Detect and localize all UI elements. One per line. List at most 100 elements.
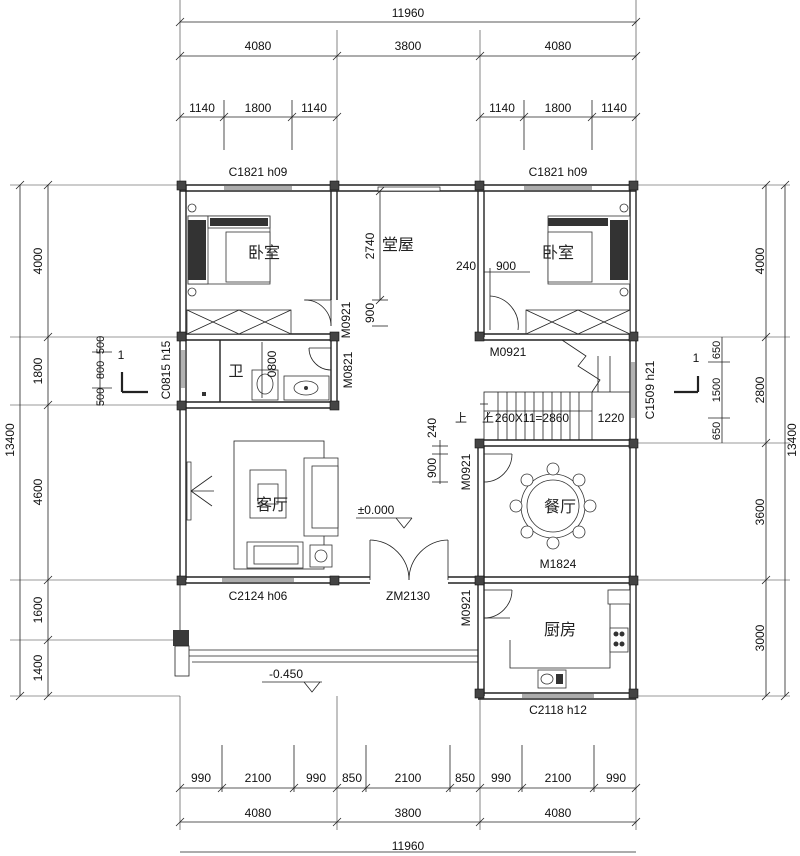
room-label-kitchen: 厨房 <box>544 620 576 639</box>
label-m0921-hall: M0921 <box>339 301 353 338</box>
window-c2118 <box>522 694 594 698</box>
top-bay-dim-3: 4080 <box>545 39 572 53</box>
door-m0921-hall <box>304 299 332 327</box>
room-label-bathroom: 卫 <box>228 362 243 380</box>
bottom-win-dim-9: 990 <box>606 771 626 785</box>
dim-240-living: 240 <box>425 418 439 438</box>
bottom-win-dim-2: 2100 <box>245 771 272 785</box>
right-win-stack-dim-3: 650 <box>711 422 723 440</box>
bottom-bay-dim-2: 3800 <box>395 806 422 820</box>
interior-dimensions: 2740 900 240 900 240 900 <box>363 186 530 484</box>
bottom-total-dim: 11960 <box>392 839 425 853</box>
door-m0921-right-bed <box>489 295 519 331</box>
elevation-outside: -0.450 <box>262 667 322 693</box>
window-living-left <box>186 461 214 521</box>
windows <box>181 186 635 698</box>
label-m0821: M0821 <box>341 351 355 388</box>
bottom-win-dim-5: 2100 <box>395 771 422 785</box>
bottom-win-dim-6: 850 <box>455 771 475 785</box>
furniture-kitchen <box>509 589 631 689</box>
top-left-win-dim-2: 1800 <box>245 101 272 115</box>
label-zm2130: ZM2130 <box>386 589 430 603</box>
room-label-bedroom-right: 卧室 <box>542 243 574 262</box>
elevation-outside-label: -0.450 <box>269 667 303 681</box>
dim-900-living: 900 <box>425 458 439 478</box>
right-row-dim-2: 2800 <box>753 376 767 403</box>
right-dimensions: 13400 4000 2800 3600 3000 650 1500 650 1 <box>674 180 799 701</box>
top-right-win-dim-1: 1140 <box>489 101 515 115</box>
top-total-dim: 11960 <box>392 6 425 20</box>
label-m0921-dining: M0921 <box>459 453 473 490</box>
top-left-win-dim-1: 1140 <box>189 101 215 115</box>
left-row-dim-4: 1600 <box>31 596 45 623</box>
left-dimensions: 13400 4000 1800 4600 1600 1400 500 800 5… <box>3 180 148 701</box>
label-m0800: 0800 <box>265 350 279 377</box>
stair-up-left-label: 上 <box>455 411 467 425</box>
elevation-floor: ±0.000 <box>356 503 413 529</box>
top-right-win-dim-3: 1140 <box>601 101 627 115</box>
furniture-bedroom-left <box>186 203 292 335</box>
right-win-stack-dim-1: 650 <box>711 341 723 359</box>
label-m1824: M1824 <box>540 557 577 571</box>
left-row-dim-2: 1800 <box>31 357 45 384</box>
left-row-dim-5: 1400 <box>31 654 45 681</box>
left-total-dim: 13400 <box>3 423 17 457</box>
stair-up-label: 上 <box>482 411 494 425</box>
left-row-dim-3: 4600 <box>31 478 45 505</box>
furniture-bedroom-right <box>525 203 631 335</box>
left-row-dim-1: 4000 <box>31 247 45 274</box>
room-label-dining: 餐厅 <box>544 497 576 516</box>
columns <box>173 180 639 699</box>
label-c2124: C2124 h06 <box>229 589 288 603</box>
room-label-hall: 堂屋 <box>382 235 414 254</box>
bottom-win-dim-4: 850 <box>342 771 362 785</box>
top-right-win-dim-2: 1800 <box>545 101 572 115</box>
bottom-dimensions: 990 2100 990 850 2100 850 990 2100 990 4… <box>175 745 641 853</box>
bottom-bay-dim-1: 4080 <box>245 806 272 820</box>
bottom-win-dim-7: 990 <box>491 771 511 785</box>
label-c1509: C1509 h21 <box>643 360 657 419</box>
left-win-stack-dim-1: 500 <box>95 336 107 354</box>
section-mark-left: 1 <box>118 348 125 362</box>
label-c1821-left: C1821 h09 <box>229 165 288 179</box>
dim-900-bed: 900 <box>496 259 516 273</box>
stair-run-dim: 260X11=2860 <box>495 411 570 425</box>
top-left-win-dim-3: 1140 <box>301 101 327 115</box>
left-win-stack-dim-2: 800 <box>95 361 107 379</box>
top-bay-dim-1: 4080 <box>245 39 272 53</box>
stair-landing-dim: 1220 <box>598 411 625 425</box>
label-m0921-right-bed: M0921 <box>490 345 527 359</box>
bottom-win-dim-3: 990 <box>306 771 326 785</box>
room-label-living: 客厅 <box>256 495 288 514</box>
label-c0815: C0815 h15 <box>159 340 173 399</box>
window-c1821-left <box>224 186 292 190</box>
top-bay-dim-2: 3800 <box>395 39 422 53</box>
dim-2740: 2740 <box>363 232 377 259</box>
axis-lines <box>10 0 790 830</box>
label-m0921-kitchen: M0921 <box>459 589 473 626</box>
furniture-dining <box>509 462 597 550</box>
staircase <box>480 339 631 441</box>
left-win-stack-dim-3: 500 <box>95 388 107 406</box>
furniture-living <box>233 440 339 570</box>
window-c1821-right <box>524 186 592 190</box>
door-m0921-dining <box>483 453 513 483</box>
furniture-bathroom <box>202 342 330 401</box>
hall-high-window <box>377 186 441 192</box>
window-c0815 <box>181 350 185 388</box>
bottom-bay-dim-3: 4080 <box>545 806 572 820</box>
label-c1821-right: C1821 h09 <box>529 165 588 179</box>
door-m0921-kitchen <box>483 589 513 619</box>
label-c2118: C2118 h12 <box>529 703 587 717</box>
bottom-win-dim-8: 2100 <box>545 771 572 785</box>
bottom-win-dim-1: 990 <box>191 771 211 785</box>
right-total-dim: 13400 <box>785 423 799 457</box>
right-row-dim-3: 3600 <box>753 498 767 525</box>
right-row-dim-4: 3000 <box>753 624 767 651</box>
room-label-bedroom-left: 卧室 <box>248 243 280 262</box>
window-c2124 <box>222 578 294 582</box>
right-row-dim-1: 4000 <box>753 247 767 274</box>
right-win-stack-dim-2: 1500 <box>711 378 723 402</box>
window-c1509 <box>631 362 635 418</box>
